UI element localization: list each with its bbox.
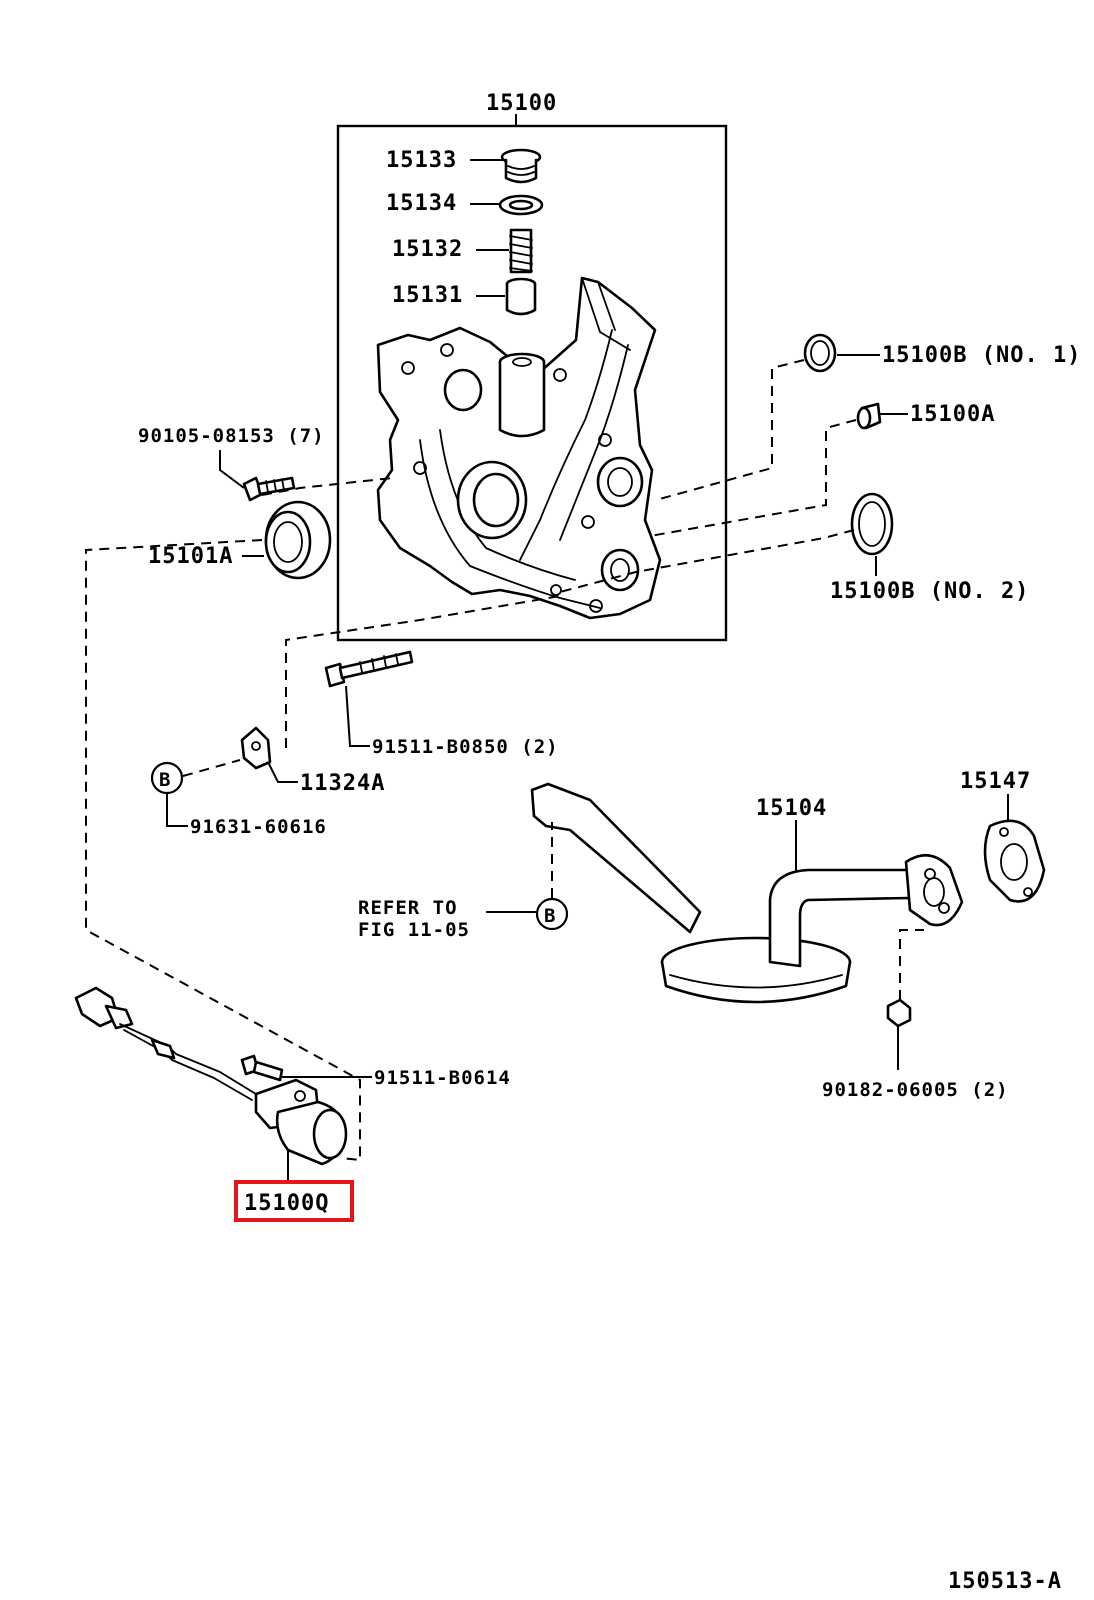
gasket-15147[interactable] [983, 819, 1046, 903]
valve-15131[interactable] [505, 277, 537, 316]
label-90105-08153[interactable]: 90105-08153 (7) [138, 425, 325, 447]
label-15100[interactable]: 15100 [486, 91, 557, 116]
label-15134[interactable]: 15134 [386, 191, 457, 216]
label-15100b-no2[interactable]: 15100B (NO. 2) [830, 579, 1029, 604]
gasket-15100b-no1[interactable] [803, 333, 837, 373]
oil-pump-body[interactable] [376, 276, 662, 620]
pin-15100a[interactable] [856, 402, 882, 430]
svg-text:B: B [544, 905, 556, 927]
highlight-box-15100q [234, 1180, 354, 1222]
label-15100b-no1[interactable]: 15100B (NO. 1) [882, 343, 1081, 368]
spring-15132[interactable] [509, 228, 533, 274]
label-91511-b0614[interactable]: 91511-B0614 [374, 1067, 511, 1089]
label-15100q[interactable]: 15100Q [244, 1191, 329, 1216]
label-90182-06005[interactable]: 90182-06005 (2) [822, 1079, 1009, 1101]
label-91511-b0850[interactable]: 91511-B0850 (2) [372, 736, 559, 758]
assembly-box [336, 124, 728, 642]
label-15132[interactable]: 15132 [392, 237, 463, 262]
nut-90182-06005[interactable] [886, 998, 912, 1028]
reference-b-lower: B [535, 897, 569, 931]
refer-to-line2[interactable]: FIG 11-05 [358, 919, 470, 941]
label-15100a[interactable]: 15100A [910, 402, 995, 427]
label-15101a[interactable]: 15101A [148, 544, 233, 569]
gasket-15134[interactable] [498, 194, 544, 216]
label-15147[interactable]: 15147 [960, 769, 1031, 794]
figure-id: 150513-A [948, 1569, 1062, 1594]
label-11324a[interactable]: 11324A [300, 771, 385, 796]
oil-seal-15101a[interactable] [264, 500, 332, 580]
plug-15133[interactable] [500, 148, 542, 184]
refer-to-line1: REFER TO [358, 897, 458, 919]
oil-pressure-sensor-15100q[interactable] [74, 986, 348, 1166]
bracket-11324a[interactable] [240, 726, 272, 770]
label-91631-60616[interactable]: 91631-60616 [190, 816, 327, 838]
reference-b-upper: B [150, 761, 184, 795]
label-15133[interactable]: 15133 [386, 148, 457, 173]
svg-text:B: B [159, 769, 171, 791]
label-15104[interactable]: 15104 [756, 796, 827, 821]
bolt-91511-b0614[interactable] [240, 1054, 284, 1082]
oil-strainer-15104[interactable] [530, 782, 964, 1004]
bolt-90105-08153[interactable] [242, 476, 296, 502]
bolt-91511-b0850[interactable] [324, 650, 414, 688]
gasket-15100b-no2[interactable] [850, 492, 894, 556]
label-15131[interactable]: 15131 [392, 283, 463, 308]
